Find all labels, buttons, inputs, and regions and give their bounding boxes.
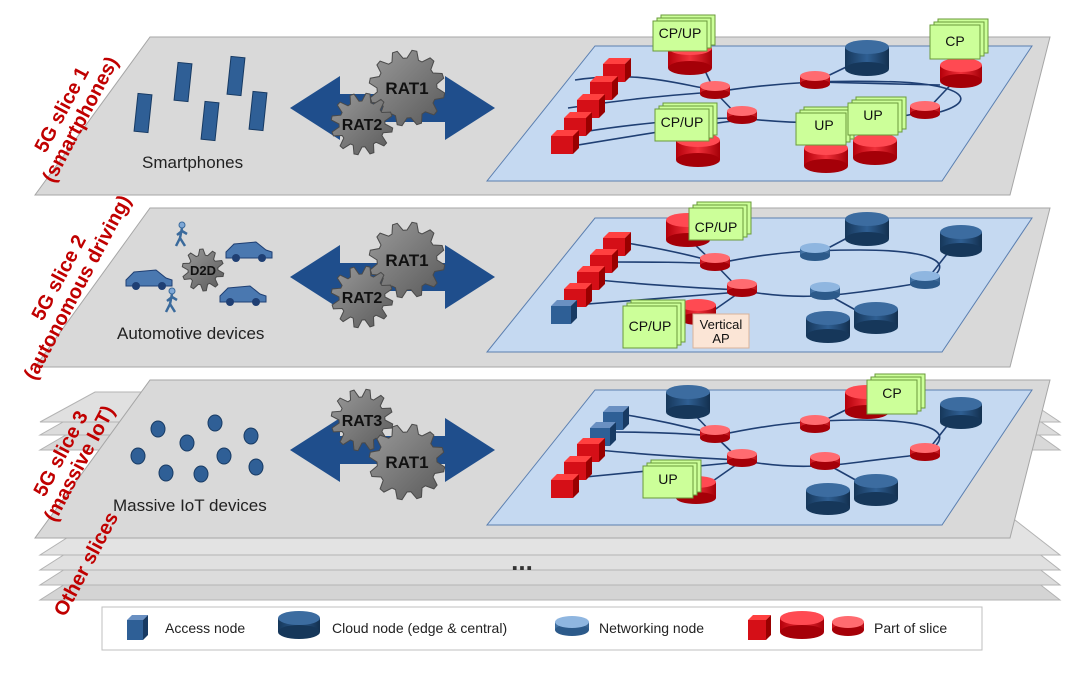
slice-3-devices-label: Massive IoT devices: [113, 496, 267, 515]
smartphone-icon: [248, 90, 268, 132]
slice-2-access-nodes: [551, 232, 631, 324]
gear-shape: [330, 265, 394, 329]
tag-s3-up-label: UP: [658, 471, 677, 487]
tag-s2-cpup-top-label: CP/UP: [695, 219, 738, 235]
slice-1-networking-nodes: [700, 71, 940, 124]
tag-s1-cp: CP: [929, 18, 989, 60]
tag-s1-cpup-top: CP/UP: [652, 14, 716, 52]
slice-1-devices-label: Smartphones: [142, 153, 244, 172]
tag-s2-cpup-bot-label: CP/UP: [629, 318, 672, 334]
ellipsis: ...: [511, 546, 533, 576]
iot-sensor-icon: [243, 427, 259, 445]
gear-shape: [330, 388, 394, 452]
slice-2-networking-nodes: [700, 243, 940, 300]
tag-s1-cp-label: CP: [945, 33, 964, 49]
tag-s3-up: UP: [642, 459, 702, 499]
rat-gear-icon: RAT2: [330, 265, 394, 329]
car-icon: [219, 285, 267, 306]
iot-sensor-icon: [158, 464, 174, 482]
smartphone-icon: [200, 100, 220, 142]
legend-cloud-label: Cloud node (edge & central): [332, 620, 508, 636]
car-icon: [225, 241, 273, 262]
rat-label: RAT2: [342, 290, 383, 307]
rat-gear-icon: RAT1: [368, 423, 446, 501]
legend-part-label: Part of slice: [874, 620, 948, 636]
slice-3-networking-nodes: [700, 415, 940, 470]
rat-gear-icon: RAT1: [368, 49, 446, 127]
rat-label: RAT1: [385, 79, 428, 98]
smartphone-icon: [226, 55, 246, 97]
legend-part-of-slice-icons: [748, 611, 864, 640]
tag-s2-cpup-bot: CP/UP: [622, 299, 686, 349]
gear-shape: [330, 92, 394, 156]
pedestrian-icon: [174, 221, 188, 247]
tag-s2-cpup-top: CP/UP: [688, 201, 752, 241]
tag-s3-cp: CP: [866, 373, 926, 415]
legend-access-node-icon: [127, 615, 148, 640]
tag-s1-up-a: UP: [795, 106, 855, 146]
rat-label: RAT2: [342, 117, 383, 134]
rat-gear-icon: RAT2: [330, 92, 394, 156]
legend-cloud-node-icon: [278, 611, 320, 639]
d2d-label: D2D: [190, 263, 216, 278]
legend-access-label: Access node: [165, 620, 246, 636]
gear-shape: [368, 49, 446, 127]
slice-1-access-nodes: [551, 58, 631, 154]
automotive-icons: [125, 221, 273, 313]
slice-2-devices-label: Automotive devices: [117, 324, 265, 343]
rat-gear-icon: RAT1: [368, 221, 446, 299]
tag-s3-cp-label: CP: [882, 385, 901, 401]
rat-label: RAT1: [385, 251, 428, 270]
iot-sensor-icon: [207, 414, 223, 432]
tag-s1-up-b-label: UP: [863, 107, 882, 123]
gear-shape: [181, 248, 225, 292]
iot-sensor-icon: [130, 447, 146, 465]
iot-sensor-icon: [150, 420, 166, 438]
smartphone-icons: [133, 55, 268, 142]
d2d-gear-icon: D2D: [181, 248, 225, 292]
smartphone-icon: [173, 61, 193, 103]
function-tags: CP/UP CP CP/UP UP UP: [622, 14, 989, 499]
iot-sensor-icon: [179, 434, 195, 452]
tag-s1-up-b: UP: [847, 96, 907, 136]
legend-networking-node-icon: [555, 616, 589, 636]
tag-s1-up-a-label: UP: [814, 117, 833, 133]
rat-gear-icon: RAT3: [330, 388, 394, 452]
gear-shape: [368, 423, 446, 501]
iot-sensor-icon: [248, 458, 264, 476]
legend-networking-label: Networking node: [599, 620, 705, 636]
iot-sensor-icon: [216, 447, 232, 465]
slice-3-access-nodes: [551, 406, 629, 498]
tag-s1-cpup-top-label: CP/UP: [659, 25, 702, 41]
tag-s1-cpup-mid-label: CP/UP: [661, 114, 704, 130]
smartphone-icon: [133, 92, 153, 134]
tag-s1-cpup-mid: CP/UP: [654, 102, 718, 142]
iot-sensor-icon: [193, 465, 209, 483]
iot-device-icons: [130, 414, 264, 483]
rat-label: RAT1: [385, 453, 428, 472]
pedestrian-icon: [164, 287, 178, 313]
rat-label: RAT3: [342, 413, 383, 430]
gear-shape: [368, 221, 446, 299]
car-icon: [125, 269, 173, 290]
legend: [101, 606, 983, 651]
